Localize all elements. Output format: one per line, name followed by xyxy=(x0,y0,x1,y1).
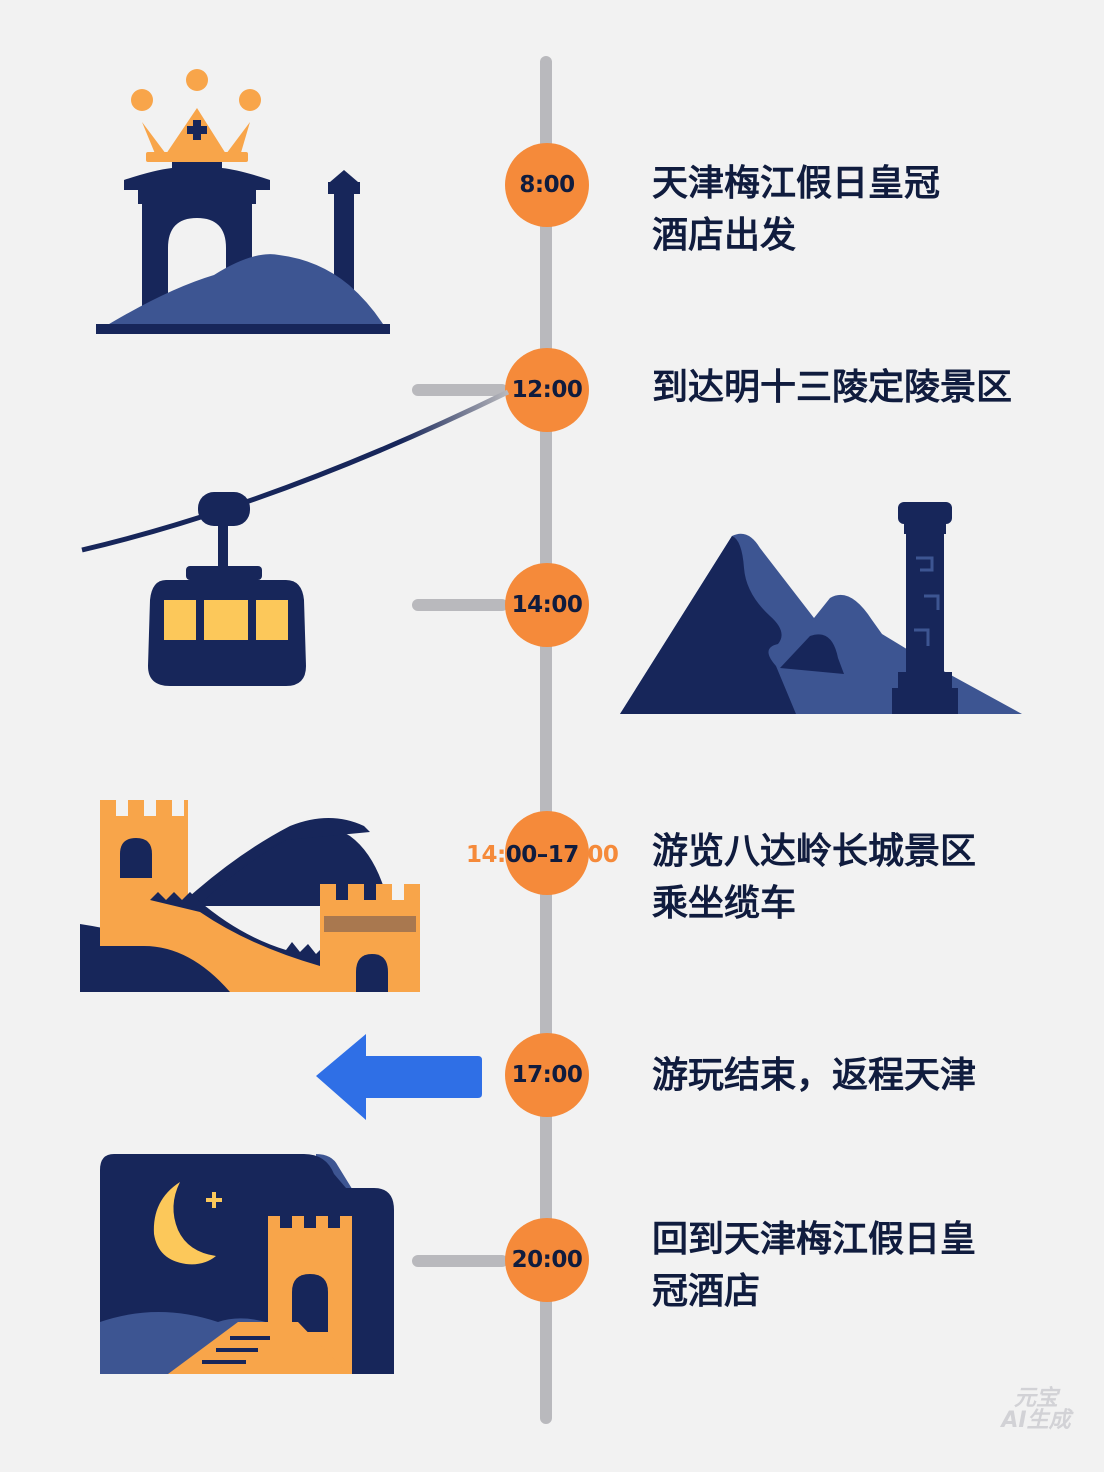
wall-tower-right xyxy=(320,884,420,992)
cable-car-icon xyxy=(81,389,510,686)
watchtower-icon xyxy=(892,502,958,714)
crown-icon xyxy=(131,69,261,162)
mountain-shape xyxy=(96,254,388,332)
gate-icon xyxy=(124,162,270,310)
watermark-line: 元宝 xyxy=(1013,1386,1058,1411)
time-range-label: 14:00–17:00 xyxy=(466,842,626,868)
crown-gate-mountain-icon xyxy=(96,69,390,334)
watermark-line: AI生成 xyxy=(1001,1408,1071,1433)
event-line: 乘坐缆车 xyxy=(652,883,797,924)
ai-watermark: 元宝 AI生成 xyxy=(986,1388,1086,1432)
great-wall-icon xyxy=(80,800,420,992)
event-text: 回到天津梅江假日皇 冠酒店 xyxy=(652,1214,1072,1318)
mountain-watchtower-icon xyxy=(620,502,1022,714)
time-badge: 14:00 xyxy=(505,563,589,647)
star-icon xyxy=(206,1192,222,1208)
event-line: 天津梅江假日皇冠 xyxy=(652,163,941,204)
night-great-wall-icon xyxy=(100,1154,394,1374)
event-text: 到达明十三陵定陵景区 xyxy=(652,362,1072,414)
time-badge: 8:00 xyxy=(505,143,589,227)
event-line: 酒店出发 xyxy=(652,215,797,256)
time-badge-range xyxy=(505,811,589,895)
event-line: 回到天津梅江假日皇 xyxy=(652,1219,977,1260)
event-text: 游览八达岭长城景区 乘坐缆车 xyxy=(652,826,1072,930)
moon-icon xyxy=(153,1182,216,1265)
event-text: 游玩结束，返程天津 xyxy=(652,1050,1072,1102)
timeline-connector xyxy=(412,1255,508,1267)
event-line: 游玩结束，返程天津 xyxy=(652,1055,977,1096)
timeline-connector xyxy=(412,599,508,611)
cable-line xyxy=(81,389,510,553)
event-text: 天津梅江假日皇冠 酒店出发 xyxy=(652,158,1072,262)
left-arrow-icon xyxy=(316,1034,482,1120)
time-badge: 17:00 xyxy=(505,1033,589,1117)
time-badge: 20:00 xyxy=(505,1218,589,1302)
time-badge: 12:00 xyxy=(505,348,589,432)
event-line: 冠酒店 xyxy=(652,1271,761,1312)
time-range-start: 14: xyxy=(466,842,506,868)
time-range-middle: 00–17 xyxy=(505,842,580,868)
event-line: 游览八达岭长城景区 xyxy=(652,831,977,872)
event-line: 到达明十三陵定陵景区 xyxy=(652,367,1013,408)
time-range-end: :00 xyxy=(578,842,619,868)
timeline-connector xyxy=(412,384,508,396)
